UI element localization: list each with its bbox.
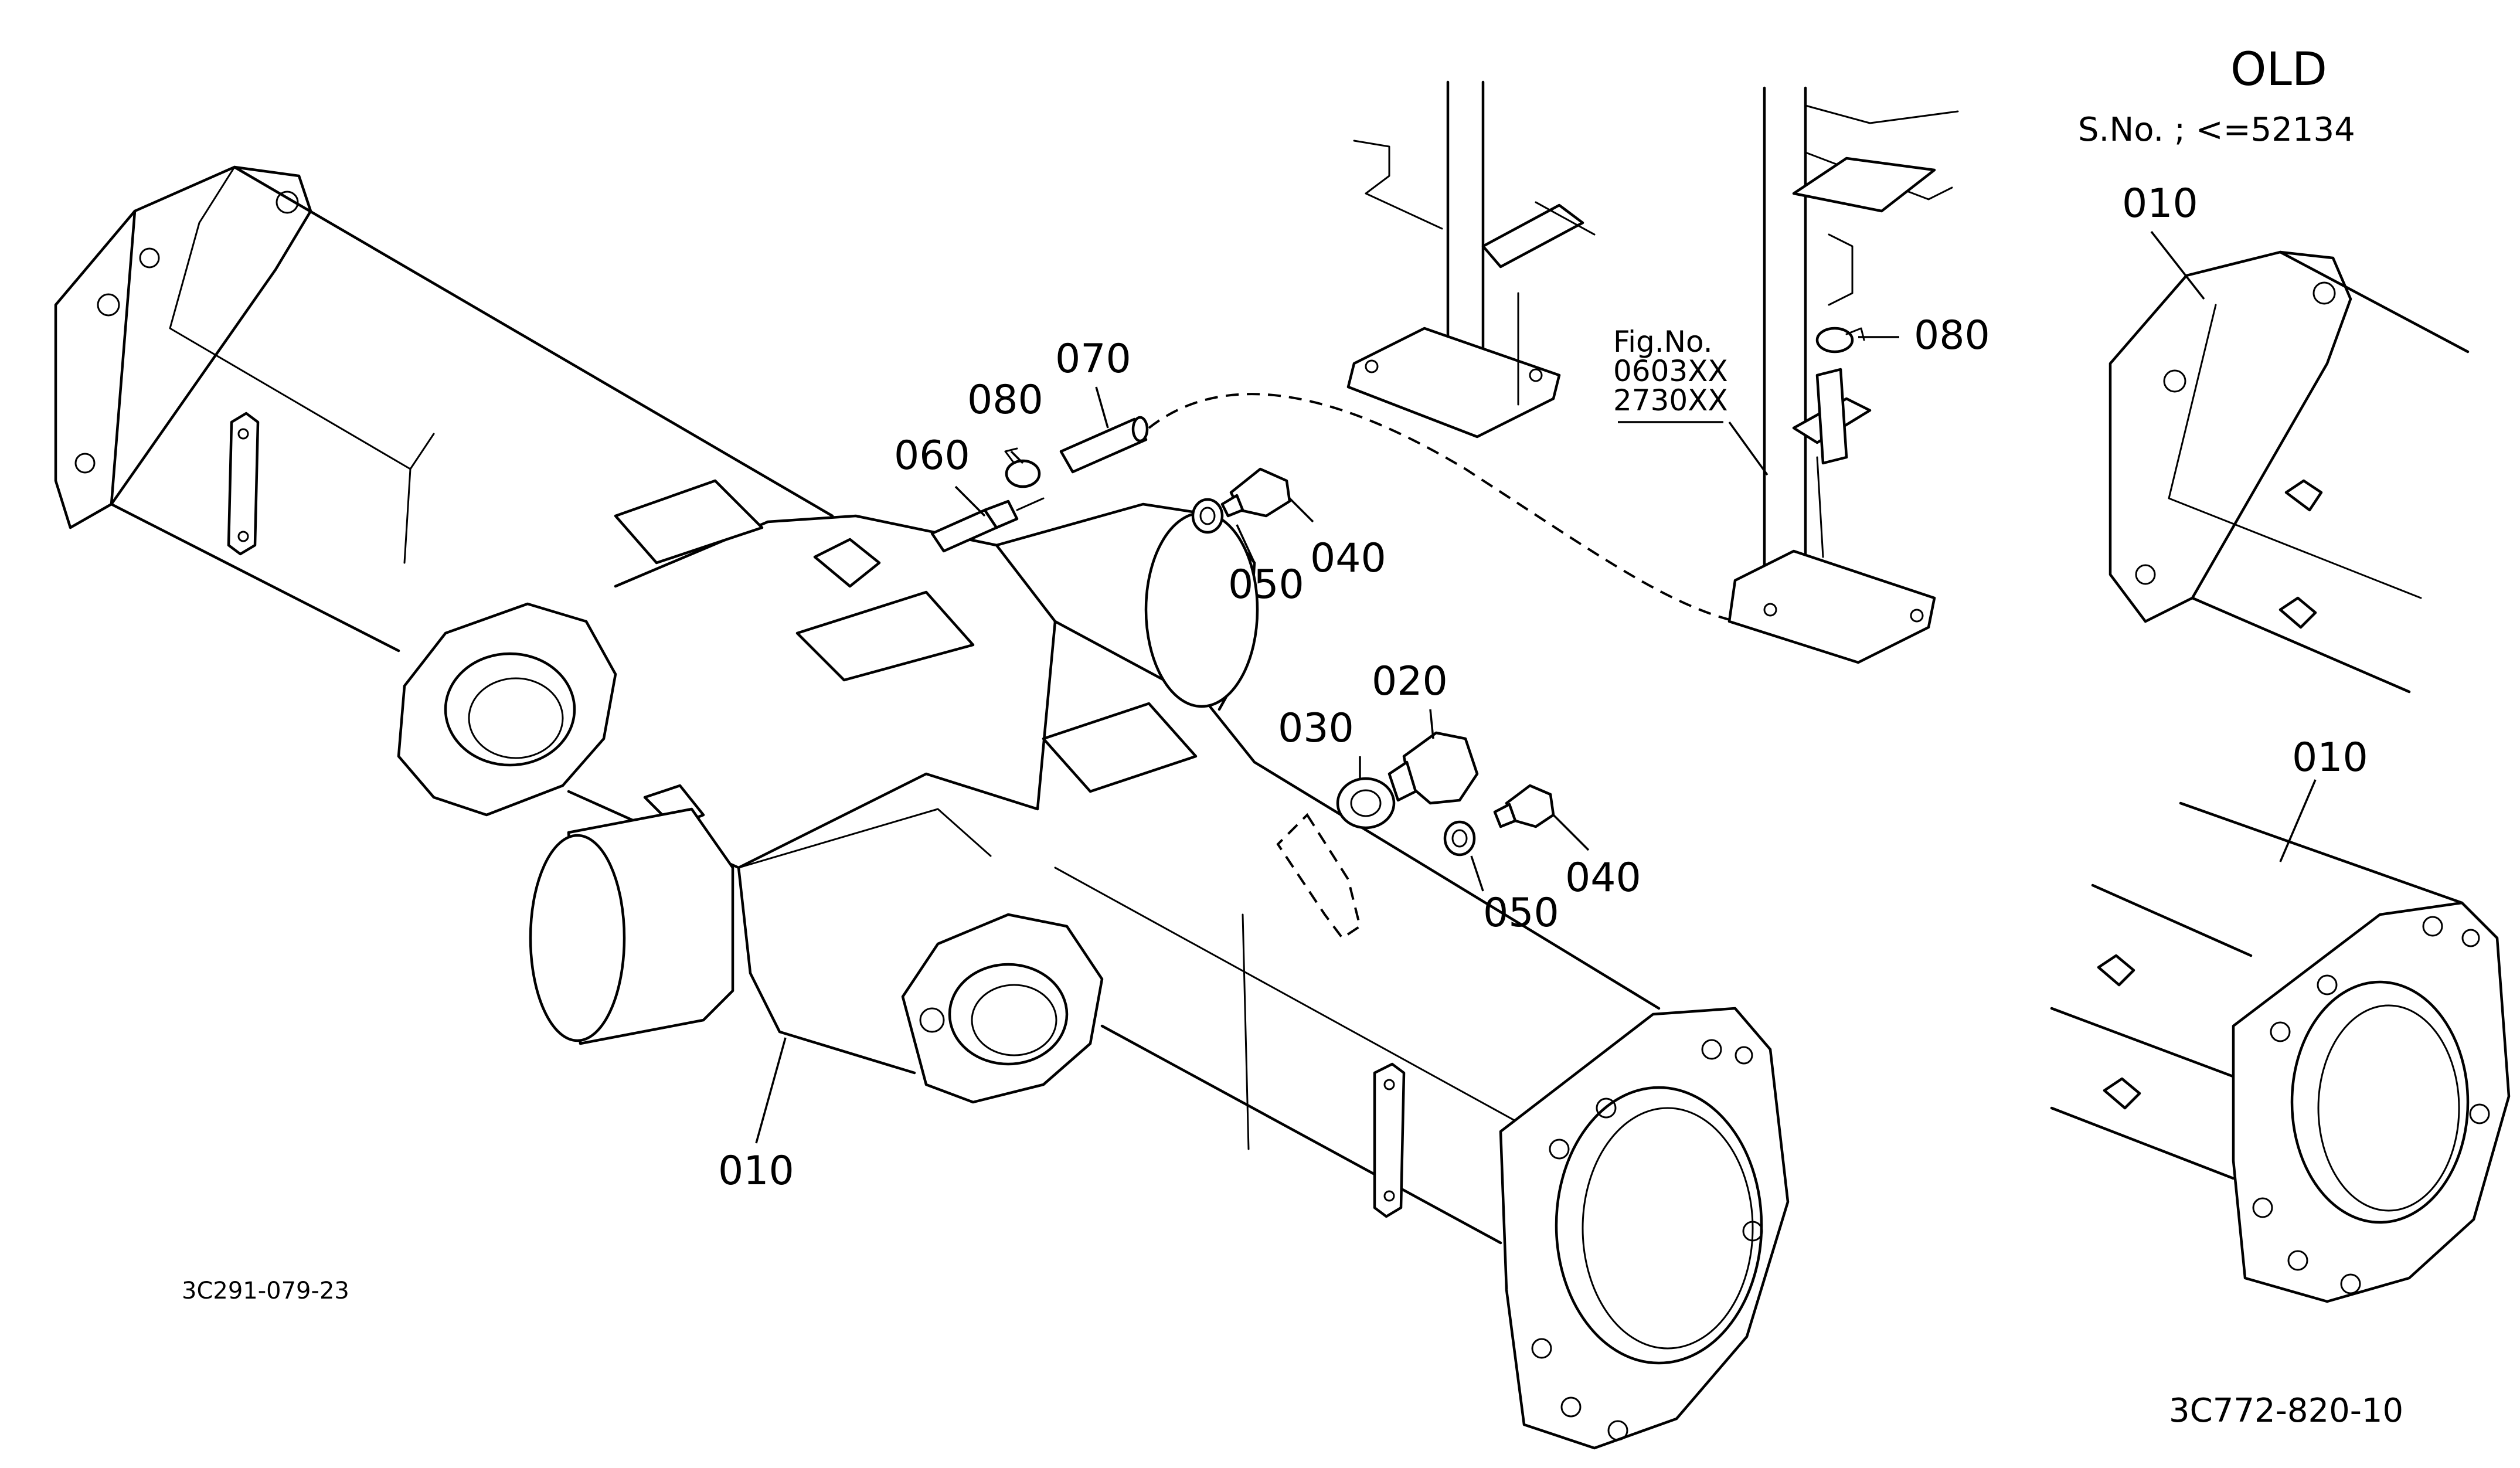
callout-010-main: 010 bbox=[718, 1148, 794, 1194]
drawing-code-right: 3C772-820-10 bbox=[2169, 1392, 2403, 1430]
hidden-outline bbox=[1276, 813, 1362, 940]
fig-ref-line1: Fig.No. bbox=[1613, 325, 1713, 359]
callout-080-center: 080 bbox=[967, 377, 1043, 423]
leader-lines bbox=[755, 230, 2317, 1144]
fig-ref-line2: 0603XX bbox=[1613, 354, 1728, 388]
callout-050-lower: 050 bbox=[1483, 890, 1559, 936]
callout-030: 030 bbox=[1278, 705, 1354, 752]
front-axle-housing bbox=[54, 165, 1790, 1450]
rops-brackets bbox=[1346, 80, 1959, 664]
elbow-fitting-060 bbox=[930, 497, 1045, 553]
old-housing-top bbox=[2108, 250, 2470, 694]
old-housing-bottom bbox=[2050, 801, 2511, 1303]
callout-040-upper: 040 bbox=[1310, 535, 1386, 582]
washer-050-lower bbox=[1443, 820, 1476, 857]
washer-030 bbox=[1336, 777, 1396, 830]
drawing-code-left: 3C291-079-23 bbox=[182, 1277, 349, 1304]
plug-040-lower bbox=[1493, 784, 1555, 828]
callout-020: 020 bbox=[1372, 658, 1448, 705]
plug-040-upper bbox=[1220, 467, 1291, 518]
hose-clamp-080 bbox=[1004, 447, 1041, 488]
callout-040-lower: 040 bbox=[1565, 855, 1641, 901]
fig-ref-line3: 2730XX bbox=[1613, 383, 1728, 417]
text-labels: OLD S.No. ; <=52134 Fig.No. 0603XX 2730X… bbox=[182, 43, 2403, 1430]
hose-070 bbox=[1059, 416, 1149, 474]
callout-050-upper: 050 bbox=[1228, 562, 1304, 608]
serial-note: S.No. ; <=52134 bbox=[2078, 111, 2355, 149]
callout-010-old-bottom: 010 bbox=[2292, 735, 2368, 781]
plug-020 bbox=[1387, 731, 1479, 805]
callout-010-old-top: 010 bbox=[2122, 181, 2198, 227]
callout-060: 060 bbox=[894, 433, 970, 479]
callout-080-right: 080 bbox=[1914, 312, 1990, 359]
callout-070: 070 bbox=[1055, 336, 1131, 382]
washer-050-upper bbox=[1191, 498, 1224, 534]
old-title: OLD bbox=[2230, 43, 2327, 96]
